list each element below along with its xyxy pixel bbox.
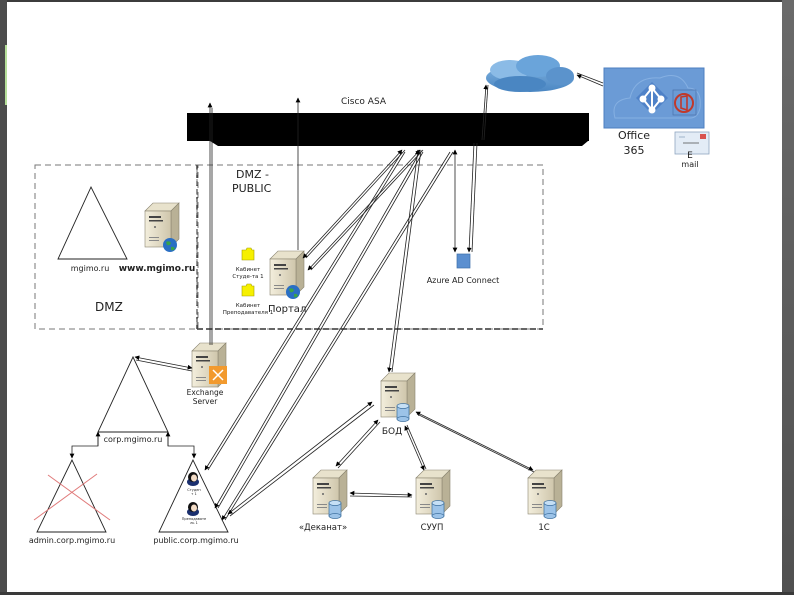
www-server-label: www.mgimo.ru xyxy=(119,264,196,274)
link-corp-public xyxy=(167,432,197,459)
cisco-asa-firewall[interactable]: Cisco ASA xyxy=(187,97,589,146)
window-bottom-edge xyxy=(0,592,794,595)
folder-icon xyxy=(241,283,255,297)
domain-admin-label: admin.corp.mgimo.ru xyxy=(29,536,115,545)
globe-icon xyxy=(163,238,177,252)
domain-admin[interactable]: admin.corp.mgimo.ru xyxy=(29,458,115,545)
azure-ad-connect-label: Azure AD Connect xyxy=(427,276,500,285)
dmz-public-label-1: DMZ - xyxy=(236,168,269,181)
link-bod-onec xyxy=(415,411,534,471)
scrollbar[interactable] xyxy=(782,0,794,595)
globe-icon xyxy=(286,285,300,299)
domain-public-label: public.corp.mgimo.ru xyxy=(153,536,238,545)
user-student[interactable]: Студен т 1 xyxy=(187,472,201,496)
link-corp-admin xyxy=(69,432,99,459)
portal-server[interactable]: Портал xyxy=(268,250,306,315)
email-icon[interactable]: E mail xyxy=(674,131,710,169)
link-firewall-portal xyxy=(307,149,421,271)
user-student-label-1: Студен xyxy=(187,488,200,492)
dekanat-label: «Деканат» xyxy=(299,523,347,533)
crossout-line xyxy=(33,473,98,521)
user-icon xyxy=(187,472,199,486)
crossout-line xyxy=(47,474,111,521)
email-label-1: E xyxy=(687,151,693,161)
link-dekanat-suup xyxy=(349,490,413,498)
left-panel-edge xyxy=(0,0,7,595)
user-teacher[interactable]: Преподавате ль 1 xyxy=(182,502,206,525)
www-server[interactable]: www.mgimo.ru xyxy=(119,202,196,274)
link-firewall-cloud xyxy=(481,84,489,141)
folder-teacher-cabinet[interactable]: Кабинет Преподавателя 1 xyxy=(223,283,273,316)
connections xyxy=(69,72,604,521)
exchange-label-2: Server xyxy=(193,397,219,406)
domain-corp[interactable]: corp.mgimo.ru xyxy=(97,355,169,444)
link-firewall-bod xyxy=(387,149,420,373)
suup-server[interactable]: СУУП xyxy=(415,469,451,533)
link-office-cloud xyxy=(576,74,604,87)
user-teacher-label-1: Преподавате xyxy=(182,517,206,521)
folder-teacher-label-1: Кабинет xyxy=(236,303,261,309)
domain-public[interactable]: Студен т 1 Преподавате ль 1 public.corp.… xyxy=(153,458,239,545)
domain-mgimo-label: mgimo.ru xyxy=(71,264,110,273)
folder-student-cabinet[interactable]: Кабинет Студе-та 1 xyxy=(232,247,264,280)
user-icon xyxy=(187,502,199,516)
office365-label-2: 365 xyxy=(624,144,645,157)
database-icon xyxy=(328,500,342,519)
dmz-zone xyxy=(34,164,199,330)
folder-icon xyxy=(241,247,255,261)
onec-label: 1С xyxy=(538,523,549,533)
database-icon xyxy=(431,500,445,519)
bod-label: БОД xyxy=(382,427,402,437)
firewall-shadow xyxy=(210,141,588,146)
folder-student-label-2: Студе-та 1 xyxy=(232,274,263,280)
portal-label: Портал xyxy=(268,304,306,315)
bod-server[interactable]: БОД xyxy=(380,372,416,437)
azure-ad-icon xyxy=(639,84,665,114)
internet-cloud-icon xyxy=(486,55,574,92)
link-firewall-public xyxy=(214,151,421,509)
dekanat-server[interactable]: «Деканат» xyxy=(299,469,348,533)
link-firewall-public xyxy=(221,151,451,521)
exchange-server[interactable]: Exchange Server xyxy=(187,342,227,406)
office365-label-1: Office xyxy=(618,129,650,142)
email-label-2: mail xyxy=(681,160,698,169)
domain-corp-label: corp.mgimo.ru xyxy=(104,435,163,444)
domain-mgimo[interactable]: mgimo.ru xyxy=(57,185,128,273)
link-bod-suup xyxy=(404,425,425,471)
user-student-label-2: т 1 xyxy=(191,492,196,496)
user-teacher-label-2: ль 1 xyxy=(190,521,198,525)
link-bod-dekanat xyxy=(335,419,379,467)
onec-server[interactable]: 1С xyxy=(527,469,563,533)
folder-student-label-1: Кабинет xyxy=(236,267,261,273)
link-firewall-portal xyxy=(302,149,403,259)
suup-label: СУУП xyxy=(421,523,444,533)
folder-teacher-label-2: Преподавателя 1 xyxy=(223,310,273,316)
database-icon xyxy=(543,500,557,519)
firewall-bar[interactable] xyxy=(187,113,589,141)
office-logo-icon xyxy=(674,93,694,113)
link-corp-exchange xyxy=(134,355,193,370)
exchange-label-1: Exchange xyxy=(187,388,224,397)
link-firewall-azure xyxy=(466,142,475,253)
selection-tab[interactable] xyxy=(5,45,8,105)
database-icon xyxy=(396,403,410,422)
office365-tile[interactable]: Office 365 xyxy=(603,67,705,157)
window-top-edge xyxy=(0,0,794,2)
link-bod-public xyxy=(227,401,373,515)
azure-ad-connect[interactable]: Azure AD Connect xyxy=(427,253,500,285)
firewall-label: Cisco ASA xyxy=(341,97,387,107)
dmz-label: DMZ xyxy=(95,300,123,314)
dmz-public-label-2: PUBLIC xyxy=(232,182,272,195)
